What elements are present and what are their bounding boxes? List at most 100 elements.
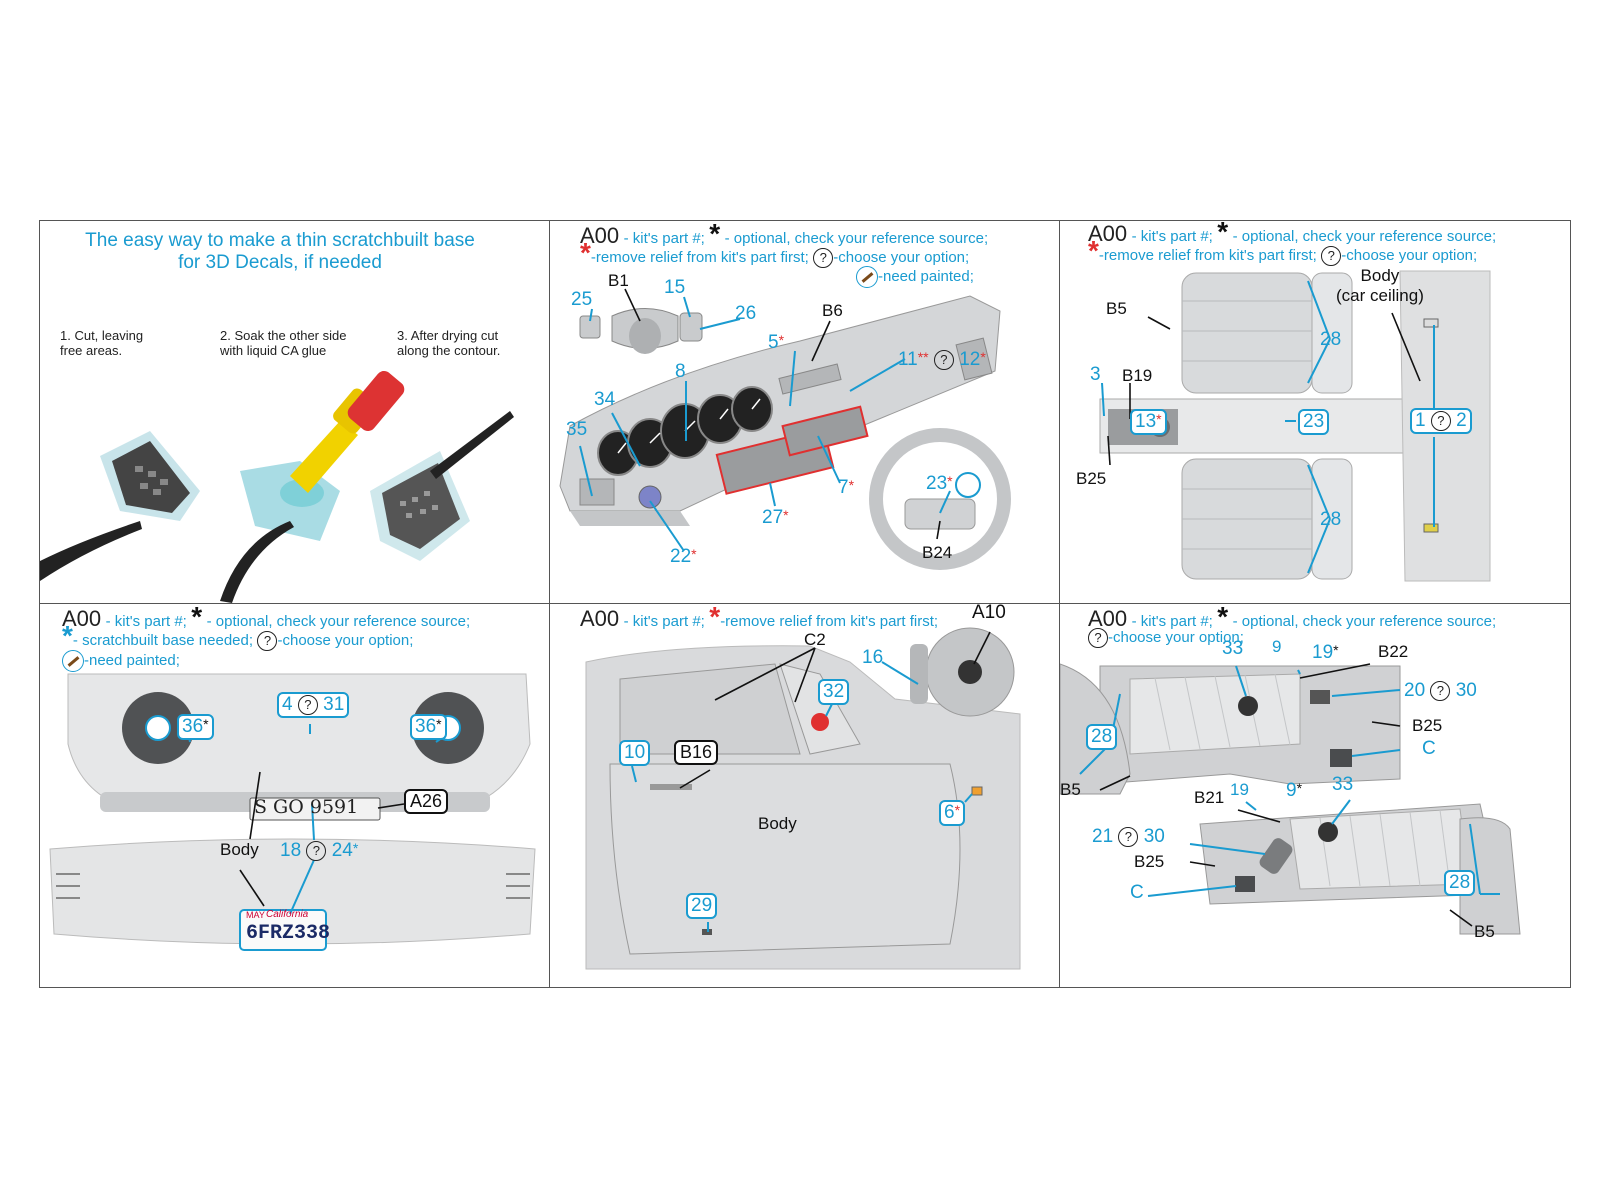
legend-kits-part: - kit's part #; [623, 613, 705, 630]
question-circle-icon: ? [1321, 245, 1342, 266]
decal-option-box: 1 ? 2 [1410, 408, 1472, 434]
body-label: Body [758, 814, 797, 833]
legend-kits-part: - kit's part #; [1131, 613, 1213, 630]
legend-row: -need painted; [62, 650, 180, 672]
decal-number: 27* [762, 507, 789, 528]
legend-row: *- scratchbuilt base needed; ?-choose yo… [62, 622, 414, 651]
legend-choose-option: -choose your option; [833, 249, 970, 266]
decal-number: 11 [898, 349, 918, 370]
decal-number-box: 6* [939, 800, 966, 826]
legend-optional: - optional, check your reference source; [1232, 228, 1497, 245]
decal-number: 35 [566, 419, 588, 440]
decal-number-box: 36* [410, 714, 447, 740]
decal-number: 15 [664, 277, 686, 298]
decal-option-group: 20 ? 30 [1404, 680, 1477, 702]
legend-kits-part: - kit's part #; [1131, 228, 1213, 245]
decal-number: 22* [670, 546, 697, 567]
legend-optional: - optional, check your reference source; [206, 613, 471, 630]
door-illustration [585, 627, 1021, 970]
step-3-text: 3. After drying cut along the contour. [397, 328, 501, 358]
kit-part-label: B6 [822, 301, 843, 320]
decal-number: 26 [735, 303, 757, 324]
question-circle-icon: ? [297, 694, 318, 715]
kit-part-label: B5 [1474, 922, 1495, 941]
legend-row: A00 - kit's part #; * - optional, check … [580, 221, 988, 249]
instruction-sheet-frame [39, 220, 1571, 988]
panel-title: The easy way to make a thin scratchbuilt… [60, 230, 500, 274]
question-circle-icon: ? [306, 840, 327, 861]
panel-front-rear: A00 - kit's part #; * - optional, check … [40, 604, 549, 987]
decal-number: 1 [1415, 410, 1426, 431]
decal-option-box: 4 ? 31 [277, 692, 350, 718]
kit-part-label: B24 [922, 543, 953, 562]
legend-row: -need painted; [856, 266, 974, 288]
body-label: Body (car ceiling) [1336, 266, 1424, 305]
question-circle-icon: ? [1118, 826, 1139, 847]
question-circle-icon: ? [257, 630, 278, 651]
decal-number: 33 [1332, 774, 1354, 795]
panel-dashboard: A00 - kit's part #; * - optional, check … [550, 221, 1059, 603]
red-asterisk-icon: * [709, 604, 721, 632]
decal-number: 31 [323, 694, 345, 715]
black-asterisk-icon: * [191, 604, 203, 632]
paint-brush-icon [856, 266, 878, 288]
legend-optional: - optional, check your reference source; [1232, 613, 1497, 630]
kit-part-label: B22 [1378, 642, 1409, 661]
legend-row: A00 - kit's part #; * - optional, check … [62, 604, 471, 632]
front-license-plate: S GO 9591 [254, 796, 359, 818]
kit-part-label: B19 [1122, 366, 1153, 385]
decal-number: 19* [1312, 642, 1339, 663]
part-code-example: A00 [1088, 221, 1128, 246]
decal-number: 5* [768, 332, 785, 353]
panel-door: A00 - kit's part #; *-remove relief from… [550, 604, 1059, 987]
legend-row: A00 - kit's part #; * - optional, check … [1088, 221, 1496, 247]
column-divider [549, 220, 550, 988]
rear-plate-state: California [266, 909, 309, 920]
part-code-example: A00 [62, 606, 102, 631]
decal-number-box: 10 [619, 740, 651, 766]
kit-part-label: B5 [1060, 780, 1081, 799]
part-code-example: A00 [1088, 606, 1128, 631]
legend-remove-relief: -remove relief from kit's part first; [590, 249, 809, 266]
decal-number: 3 [1090, 364, 1101, 385]
decal-number: 34 [594, 389, 616, 410]
kit-part-label: C [1422, 738, 1436, 759]
decal-number-box: 28 [1086, 724, 1118, 750]
decal-number: 30 [1455, 680, 1477, 701]
kit-part-label: A10 [972, 604, 1006, 623]
legend-need-painted: -need painted; [878, 268, 974, 286]
decal-number: 19 [1230, 780, 1249, 799]
dashboard-illustration [559, 288, 1011, 570]
kit-part-box: A26 [404, 789, 449, 814]
red-asterisk-icon: * [1088, 235, 1099, 266]
decal-number: 16 [862, 647, 884, 668]
decal-number: 28 [1320, 329, 1342, 350]
kit-part-label: B21 [1194, 788, 1225, 807]
part-code-example: A00 [580, 606, 620, 631]
legend-row: A00 - kit's part #; *-remove relief from… [580, 604, 938, 632]
legend-choose-option: -choose your option; [1108, 629, 1244, 647]
decal-option-group: 21 ? 30 [1092, 826, 1165, 848]
decal-number-box: 36* [177, 714, 214, 740]
rear-license-plate: 6FRZ338 [246, 922, 331, 945]
decal-number-box: 23 [1298, 409, 1330, 435]
title-line: for 3D Decals, if needed [178, 252, 382, 273]
decal-number: 12 [959, 349, 981, 370]
scratchbuilt-steps-illustration [40, 371, 514, 603]
legend-row: A00 - kit's part #; * - optional, check … [1088, 604, 1497, 632]
decal-number: 24 [331, 840, 353, 861]
decal-option-group: 18 ? 24* [280, 840, 359, 861]
kit-part-label: B25 [1076, 469, 1107, 488]
decal-number: 9 [1272, 637, 1282, 656]
legend-scratchbuilt: - scratchbuilt base needed; [72, 632, 254, 649]
front-rear-illustration [49, 673, 536, 951]
decal-number: 28 [1320, 509, 1342, 530]
legend-row: *-remove relief from kit's part first; ?… [1088, 237, 1477, 266]
legend-choose-option: -choose your option; [277, 632, 414, 649]
blue-asterisk-icon: * [62, 620, 73, 651]
question-circle-icon: ? [1088, 628, 1108, 648]
kit-part-box: B16 [674, 740, 719, 765]
column-divider [1059, 220, 1060, 988]
panel-door-cards: A00 - kit's part #; * - optional, check … [1060, 604, 1570, 987]
decal-number: 4 [282, 694, 293, 715]
